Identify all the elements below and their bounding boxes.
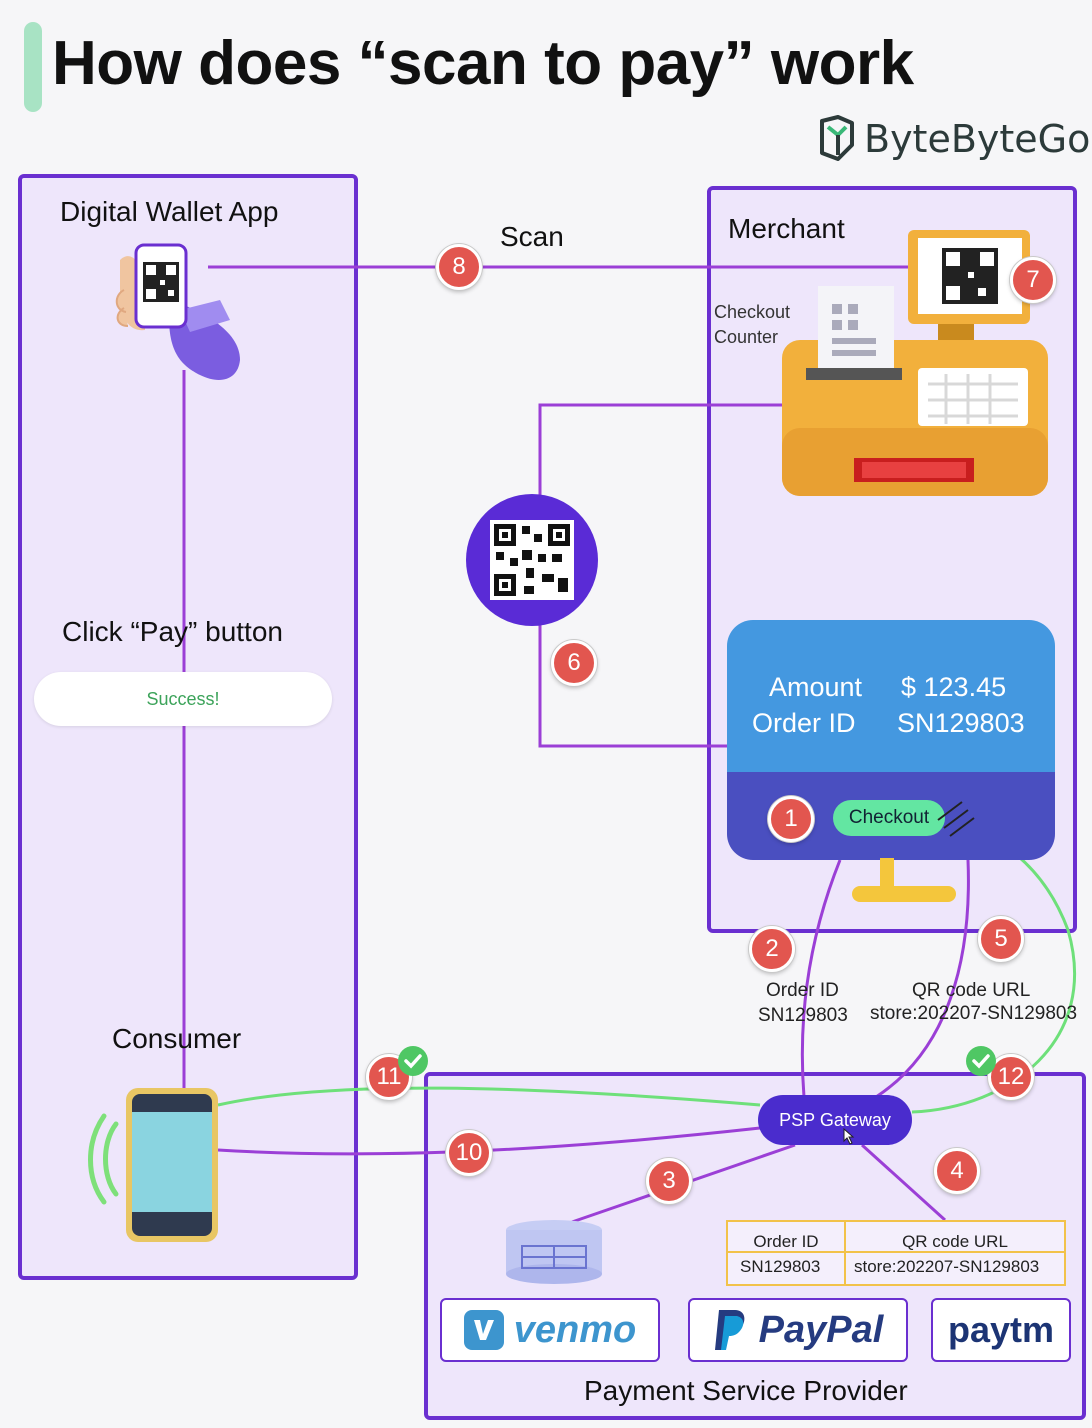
pointer-cursor-icon [843, 1128, 855, 1145]
amount-value: $ 123.45 [901, 672, 1007, 702]
provider-venmo: venmo [440, 1298, 660, 1362]
brand-name: ByteByteGo [864, 117, 1091, 161]
step-badge-8: 8 [436, 244, 482, 290]
success-text: Success! [146, 688, 220, 709]
hand-phone-icon [115, 243, 240, 380]
line-order-to-psp [800, 859, 842, 1098]
venmo-name: venmo [513, 1308, 637, 1351]
step-badge-6: 6 [551, 640, 597, 686]
order-id-label: Order ID [752, 708, 856, 738]
venmo-icon [463, 1310, 504, 1350]
paypal-icon [714, 1310, 745, 1350]
monitor-stand [852, 858, 956, 902]
checkout-screen-top [727, 620, 1055, 772]
bytebytego-icon [820, 115, 854, 161]
qr-code-icon [466, 494, 598, 626]
success-pill: Success! [34, 672, 332, 726]
paytm-name: paytm [947, 1309, 1055, 1350]
psp-gateway: PSP Gateway [758, 1095, 912, 1145]
line-green-11 [217, 1086, 761, 1107]
brand-logo: ByteByteGo [818, 112, 1090, 166]
checkmark-icon [966, 1046, 996, 1076]
checkout-screen: Amount $ 123.45 Order ID SN129803 Checko… [727, 620, 1055, 860]
step-badge-2: 2 [749, 926, 795, 972]
amount-label: Amount [769, 672, 863, 702]
table-value-qr-url: store:202207-SN129803 [854, 1257, 1040, 1276]
step-badge-5: 5 [978, 916, 1024, 962]
cash-register-icon [782, 230, 1048, 496]
paypal-name: PayPal [758, 1308, 884, 1351]
step2-label-line2: SN129803 [758, 1005, 848, 1026]
checkout-counter-line1: Checkout [714, 302, 791, 322]
table-value-order-id: SN129803 [740, 1257, 821, 1276]
order-id-value: SN129803 [897, 708, 1025, 738]
checkmark-icon [398, 1046, 428, 1076]
consumer-phone-icon [88, 1088, 218, 1242]
step-badge-3: 3 [646, 1158, 692, 1204]
table-header-order-id: Order ID [753, 1232, 819, 1251]
provider-paytm: paytm [931, 1298, 1071, 1362]
wallet-heading: Digital Wallet App [60, 196, 279, 227]
scan-label: Scan [500, 221, 564, 252]
consumer-label: Consumer [112, 1023, 242, 1054]
step-badge-4: 4 [934, 1148, 980, 1194]
step5-label-line2: store:202207-SN129803 [870, 1003, 1078, 1024]
provider-paypal: PayPal [688, 1298, 908, 1362]
merchant-heading: Merchant [728, 213, 845, 244]
step-badge-7: 7 [1010, 257, 1056, 303]
psp-heading: Payment Service Provider [584, 1375, 908, 1406]
title-accent-bar [24, 22, 42, 112]
step-badge-12: 12 [988, 1054, 1034, 1100]
step-badge-10: 10 [446, 1130, 492, 1176]
step2-label-line1: Order ID [766, 980, 839, 1001]
checkout-button[interactable]: Checkout [833, 800, 945, 836]
line-psp-table [860, 1143, 947, 1222]
page-title: How does “scan to pay” work [52, 29, 914, 98]
line-psp-to-checkout [875, 859, 970, 1099]
click-cursor-icon [937, 801, 975, 837]
checkout-counter-line2: Counter [714, 327, 779, 347]
step5-label-line1: QR code URL [912, 980, 1031, 1001]
database-icon [506, 1220, 602, 1284]
table-divider [726, 1251, 1066, 1253]
click-pay-label: Click “Pay” button [62, 616, 283, 647]
step-badge-1: 1 [768, 796, 814, 842]
